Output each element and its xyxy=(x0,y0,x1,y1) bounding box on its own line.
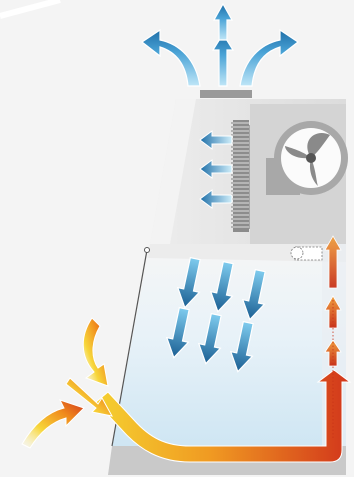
exhaust-arrows xyxy=(142,4,298,86)
filter-fin xyxy=(231,150,249,152)
filter-fin xyxy=(231,190,249,192)
exhaust-air-arrow-icon xyxy=(213,4,233,86)
filter-fin xyxy=(231,162,249,164)
filter-fin xyxy=(231,138,249,140)
filter-fin xyxy=(231,226,249,228)
filter-fin xyxy=(231,170,249,172)
filter-fin xyxy=(231,206,249,208)
filter-fin xyxy=(231,126,249,128)
fan-housing xyxy=(250,104,348,244)
filter-fin xyxy=(231,146,249,148)
filter-fin xyxy=(231,186,249,188)
filter-fin xyxy=(231,210,249,212)
filter-fin xyxy=(231,166,249,168)
fan-icon xyxy=(281,128,341,188)
filter-fin xyxy=(231,214,249,216)
filtered-air-arrows xyxy=(200,131,232,208)
room-air-inflow xyxy=(22,318,112,448)
filter-fin xyxy=(231,158,249,160)
filter-fin xyxy=(231,194,249,196)
exhaust-collar xyxy=(200,90,252,98)
filter-fin xyxy=(231,198,249,200)
filter-fin xyxy=(231,122,249,124)
exhaust-air-arrow-icon xyxy=(142,30,200,86)
room-air-inflow-arrow-icon xyxy=(22,400,84,448)
filter-fin xyxy=(231,130,249,132)
filter-fin xyxy=(231,174,249,176)
exhaust-air-arrow-icon xyxy=(240,30,298,86)
corner-decoration xyxy=(0,0,60,16)
filter-fin xyxy=(231,202,249,204)
filter-fin xyxy=(231,182,249,184)
filter-fin xyxy=(231,134,249,136)
sensor-circle xyxy=(291,247,303,259)
filter-fin xyxy=(231,154,249,156)
filter-fin xyxy=(231,178,249,180)
filter-fin xyxy=(231,222,249,224)
filter-fin xyxy=(231,218,249,220)
filter-fin xyxy=(231,142,249,144)
room-air-inflow-arrow-icon xyxy=(83,318,108,386)
sash-pivot xyxy=(145,248,150,253)
